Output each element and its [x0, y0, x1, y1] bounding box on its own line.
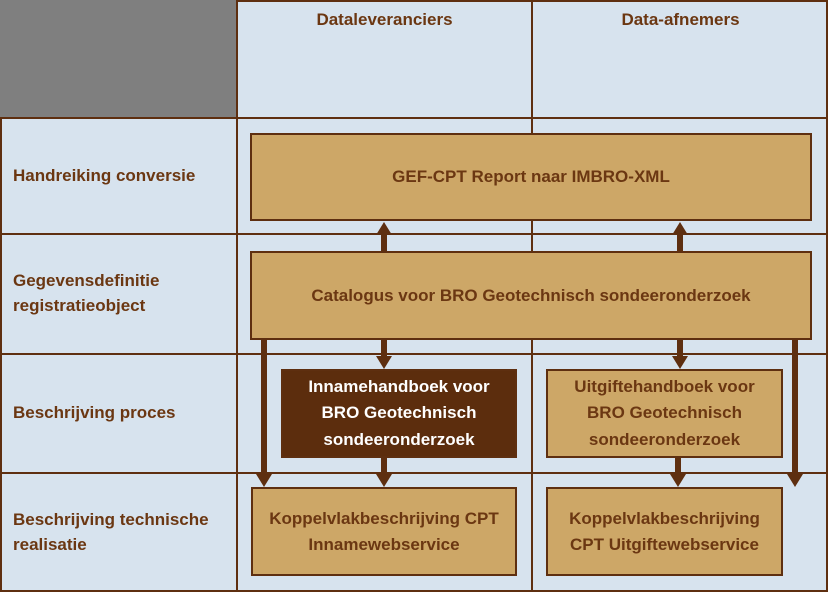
box-innamehandboek: Innamehandboek voor BRO Geotechnisch son…: [281, 369, 517, 458]
box-koppelvlak-uitgifte: Koppelvlakbeschrijving CPT Uitgiftewebse…: [546, 487, 783, 576]
row-label-beschrijving-technische-realisatie: Beschrijving technische realisatie: [0, 474, 236, 592]
box-uitgiftehandboek: Uitgiftehandboek voor BRO Geotechnisch s…: [546, 369, 783, 458]
header-label: Data-afnemers: [621, 10, 740, 29]
box-text: GEF-CPT Report naar IMBRO-XML: [392, 167, 670, 187]
arrow-catalogus-to-gef-right: [672, 222, 688, 251]
header-cell-data-afnemers: Data-afnemers: [533, 0, 828, 117]
row-label-handreiking-conversie: Handreiking conversie: [0, 119, 236, 233]
corner-cell: [0, 0, 236, 117]
box-text: Catalogus voor BRO Geotechnisch sondeero…: [311, 285, 751, 305]
grid-hline-3: [0, 353, 828, 355]
arrow-catalogus-to-koppelvlak-uitgifte: [787, 340, 803, 487]
row-label-text: Beschrijving proces: [13, 403, 176, 423]
header-label: Dataleveranciers: [316, 10, 453, 29]
row-label-beschrijving-proces: Beschrijving proces: [0, 355, 236, 472]
arrow-catalogus-to-koppelvlak-inname: [256, 340, 272, 487]
box-text: Uitgiftehandboek voor BRO Geotechnisch s…: [574, 376, 755, 449]
box-koppelvlak-inname: Koppelvlakbeschrijving CPT Innamewebserv…: [251, 487, 517, 576]
grid-hline-1: [0, 117, 828, 119]
box-text: Innamehandboek voor BRO Geotechnisch son…: [308, 376, 490, 449]
grid-vline-1: [236, 0, 238, 592]
box-catalogus: Catalogus voor BRO Geotechnisch sondeero…: [250, 251, 812, 340]
row-label-text: Handreiking conversie: [13, 165, 196, 185]
grid-hline-4: [0, 472, 828, 474]
box-text: Koppelvlakbeschrijving CPT Innamewebserv…: [269, 509, 499, 554]
row-label-gegevensdefinitie: Gegevensdefinitie registratieobject: [0, 235, 236, 353]
arrow-catalogus-to-gef-left: [376, 222, 392, 251]
row-label-text: Beschrijving technische realisatie: [13, 510, 209, 554]
box-text: Koppelvlakbeschrijving CPT Uitgiftewebse…: [569, 509, 760, 554]
box-gef-cpt-report: GEF-CPT Report naar IMBRO-XML: [250, 133, 812, 221]
grid-hline-2: [0, 233, 828, 235]
header-cell-dataleveranciers: Dataleveranciers: [238, 0, 531, 117]
row-label-text: Gegevensdefinitie registratieobject: [13, 271, 160, 315]
